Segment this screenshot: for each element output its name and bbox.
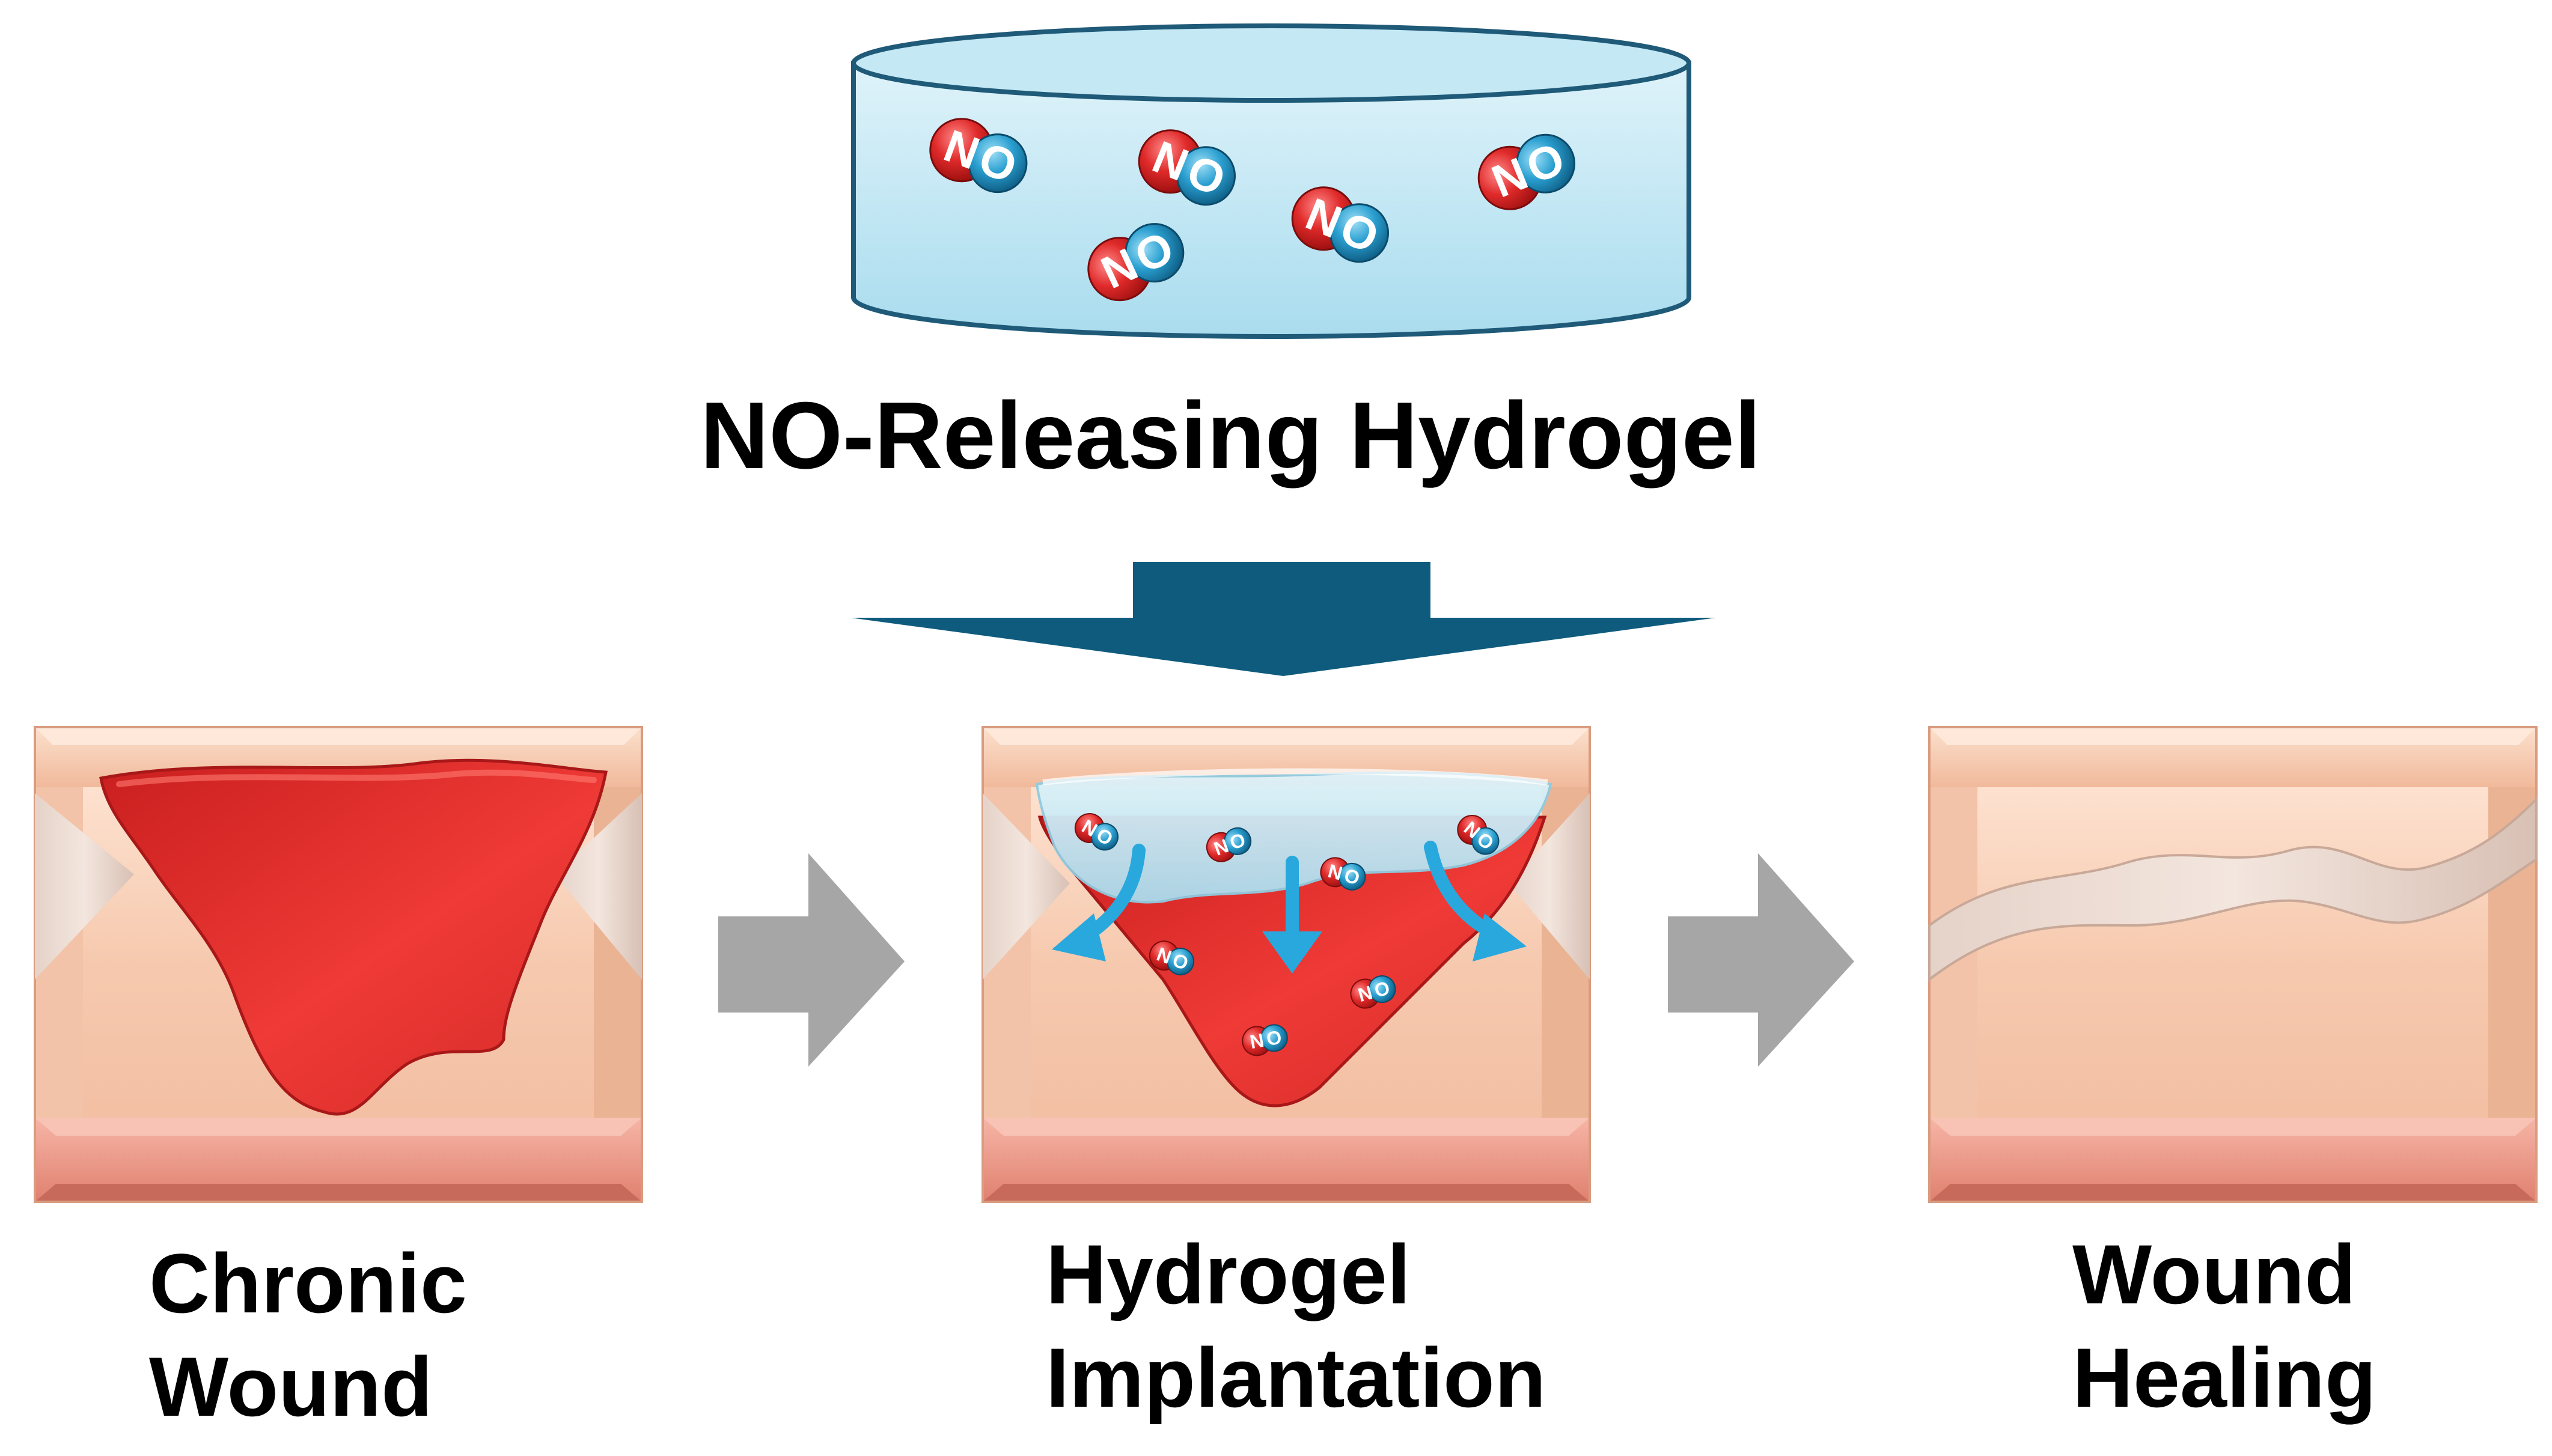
caption-line: Implantation <box>1046 1330 1546 1425</box>
right-arrow-icon <box>718 853 905 1067</box>
caption-line: Wound <box>2072 1227 2356 1321</box>
stage-caption-chronic-wound: Chronic Wound <box>149 1232 467 1439</box>
hydrogel-implantation-block <box>981 726 1591 1203</box>
chronic-wound-block <box>34 726 643 1203</box>
caption-line: Wound <box>149 1339 433 1434</box>
wound-healing-block <box>1928 726 2538 1203</box>
caption-line: Hydrogel <box>1046 1227 1411 1321</box>
stage-caption-hydrogel-implantation: Hydrogel Implantation <box>1046 1223 1546 1430</box>
caption-line: Healing <box>2072 1330 2376 1425</box>
diagram-title: NO-Releasing Hydrogel <box>700 383 1761 489</box>
right-arrow-icon <box>1668 853 1854 1067</box>
caption-line: Chronic <box>149 1236 467 1330</box>
down-arrow-icon <box>850 562 1716 676</box>
hydrogel-dish <box>851 23 1691 339</box>
stage-caption-wound-healing: Wound Healing <box>2072 1223 2376 1430</box>
